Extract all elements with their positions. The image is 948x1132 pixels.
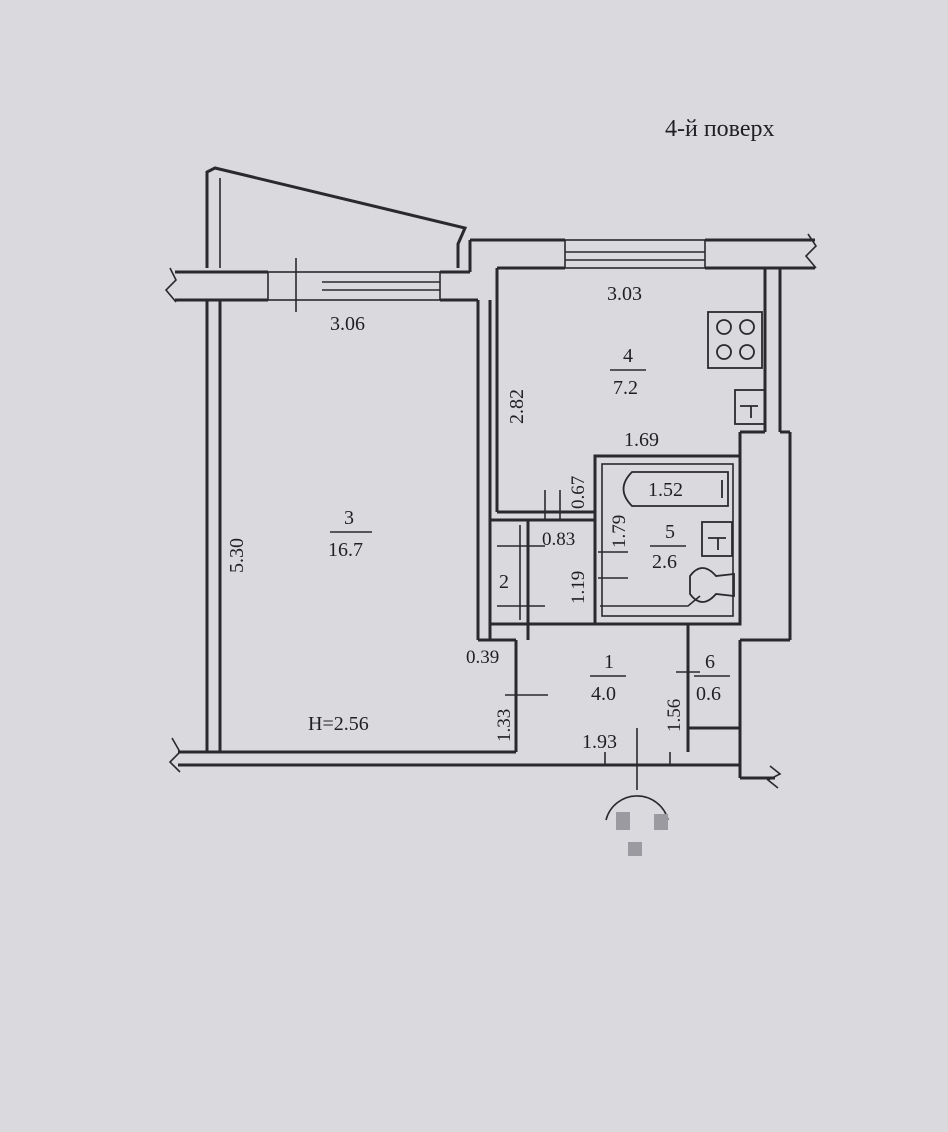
svg-text:4: 4 (623, 345, 633, 367)
dim-bath-length: 1.79 (609, 515, 630, 548)
room-label-1: 1 4.0 (590, 651, 626, 705)
floor-label: 4-й поверх (665, 116, 775, 142)
dim-067: 0.67 (568, 476, 589, 509)
washbasin-icon (701, 521, 733, 557)
balcony (205, 166, 468, 268)
dim-hall-length: 1.33 (494, 709, 515, 742)
wall-break-marks (164, 233, 818, 789)
toilet-icon (600, 567, 735, 607)
svg-text:0.6: 0.6 (696, 683, 721, 705)
interior-walls (476, 268, 765, 752)
dim-kitchen-width: 3.03 (607, 283, 642, 305)
ceiling-height: H=2.56 (308, 713, 369, 735)
dim-living-length: 5.30 (226, 538, 248, 573)
room-label-2: 2 (499, 571, 509, 593)
bathtub-icon (622, 471, 729, 507)
svg-text:6: 6 (705, 651, 715, 673)
entrance-marker (605, 795, 669, 856)
sink-icon (734, 389, 766, 425)
svg-text:1: 1 (604, 651, 614, 673)
dim-hall-width: 1.93 (582, 731, 617, 753)
dim-kitchen-inner: 1.69 (624, 429, 659, 451)
outer-walls (175, 238, 815, 780)
dim-kitchen-length: 2.82 (506, 389, 528, 424)
svg-text:2.6: 2.6 (652, 551, 677, 573)
window-living (267, 258, 441, 312)
room-label-4: 4 7.2 (610, 345, 646, 399)
window-kitchen (564, 239, 706, 269)
svg-text:5: 5 (665, 521, 675, 543)
dim-closet-width: 0.83 (542, 529, 575, 550)
dim-039: 0.39 (466, 647, 499, 668)
svg-text:3: 3 (344, 507, 354, 529)
room-label-3: 3 16.7 (328, 507, 372, 561)
dim-closet-length: 1.19 (568, 571, 589, 604)
svg-text:4.0: 4.0 (591, 683, 616, 705)
svg-text:16.7: 16.7 (328, 539, 363, 561)
door-marks (497, 490, 700, 790)
room-label-5: 5 2.6 (650, 521, 686, 573)
stove-icon (707, 311, 763, 369)
dim-living-width: 3.06 (330, 313, 365, 335)
dim-bath-width: 1.52 (648, 479, 683, 501)
room-label-6: 6 0.6 (694, 651, 730, 705)
dim-storage-length: 1.56 (664, 699, 685, 732)
svg-text:7.2: 7.2 (613, 377, 638, 399)
